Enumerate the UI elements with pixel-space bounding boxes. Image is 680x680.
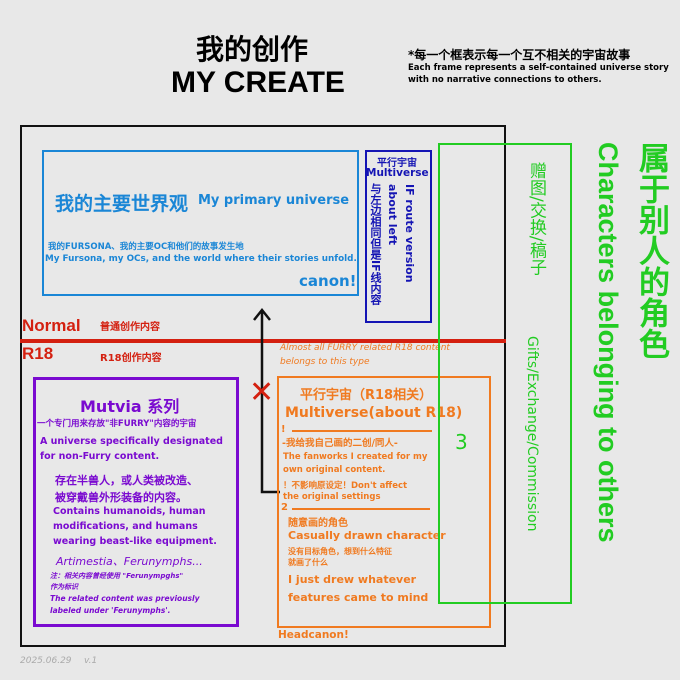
primary-universe-frame bbox=[42, 150, 359, 296]
note-en-2: with no narrative connections to others. bbox=[408, 75, 602, 85]
s1-en-2: own original content. bbox=[283, 465, 386, 475]
section-1-rule bbox=[292, 430, 432, 432]
if-title-en: Multiverse bbox=[366, 167, 429, 179]
if-desc-en-2: about left bbox=[386, 184, 399, 246]
primary-desc-en: My Fursona, my OCs, and the world where … bbox=[45, 254, 357, 264]
r18-title-cn: 平行宇宙（R18相关） bbox=[300, 388, 433, 403]
others-box-en: Gifts/Exchange/Commission bbox=[524, 336, 540, 532]
mutvia-note-en-1: The related content was previously bbox=[50, 594, 200, 603]
others-title-en: Characters belonging to others bbox=[593, 142, 623, 543]
mutvia-contains-en-3: wearing beast-like equipment. bbox=[53, 536, 217, 547]
mutvia-contains-cn-1: 存在半兽人，或人类被改造、 bbox=[55, 474, 198, 487]
if-route-frame bbox=[365, 150, 432, 323]
others-box-cn: 赠图/交换/稿子 bbox=[526, 162, 546, 276]
normal-label: Normal bbox=[22, 316, 81, 335]
mutvia-title: Mutvia 系列 bbox=[80, 397, 180, 416]
if-desc-cn: 与左边相同但是IF线内容 bbox=[369, 183, 382, 305]
mutvia-contains-en-2: modifications, and humans bbox=[53, 521, 198, 532]
s2-cn: 随意画的角色 bbox=[288, 518, 348, 529]
mutvia-sub-en-2: for non-Furry content. bbox=[40, 451, 160, 462]
section-1-mark: ! bbox=[281, 424, 286, 435]
if-title-cn: 平行宇宙 bbox=[377, 158, 417, 169]
primary-tag: canon! bbox=[299, 272, 357, 290]
mutvia-names: Artimestia、Ferunymphs... bbox=[56, 555, 203, 568]
s2-cn2-2: 就画了什么 bbox=[288, 558, 328, 567]
r18-note-2: belongs to this type bbox=[280, 357, 370, 367]
cross-mark-icon: ✕ bbox=[249, 375, 275, 410]
footer-version: v.1 bbox=[84, 656, 98, 666]
mutvia-note-cn-1: 注：相关内容曾经使用 "Ferunympghs" bbox=[50, 572, 184, 580]
s1-warn-2: the original settings bbox=[283, 492, 381, 502]
mutvia-contains-en-1: Contains humanoids, human bbox=[53, 506, 206, 517]
s1-cn: -我给我自己画的二创/同人- bbox=[282, 438, 398, 449]
primary-title-cn: 我的主要世界观 bbox=[55, 193, 189, 215]
s2-en: Casually drawn character bbox=[288, 529, 446, 542]
headcanon-tag: Headcanon! bbox=[278, 629, 349, 641]
section-2-mark: 2 bbox=[281, 502, 288, 513]
note-en-1: Each frame represents a self-contained u… bbox=[408, 63, 669, 73]
mutvia-sub-cn: 一个专门用来存放"非FURRY"内容的宇宙 bbox=[37, 419, 197, 429]
mutvia-contains-cn-2: 被穿戴兽外形装备的内容。 bbox=[55, 491, 187, 504]
r18-note-1: Almost all FURRY related R18 content bbox=[280, 343, 450, 353]
mutvia-sub-en-1: A universe specifically designated bbox=[40, 436, 223, 447]
normal-label-cn: 普通创作内容 bbox=[100, 322, 160, 333]
r18-title-en: Multiverse(about R18) bbox=[285, 405, 463, 421]
mutvia-note-en-2: labeled under 'Ferunymphs'. bbox=[50, 606, 171, 615]
s1-en-1: The fanworks I created for my bbox=[283, 452, 428, 462]
note-cn: *每一个框表示每一个互不相关的宇宙故事 bbox=[408, 48, 631, 62]
s2-en2-2: features came to mind bbox=[288, 591, 429, 604]
mutvia-note-cn-2: 作为标识 bbox=[50, 583, 78, 591]
mutvia-frame bbox=[33, 377, 239, 627]
r18-multiverse-frame bbox=[277, 376, 491, 628]
s1-warn-1: ！不影响原设定！Don't affect bbox=[283, 481, 408, 491]
footer-date: 2025.06.29 bbox=[20, 656, 72, 666]
primary-desc-cn: 我的FURSONA、我的主要OC和他们的故事发生地 bbox=[48, 242, 244, 252]
main-frame bbox=[20, 125, 506, 647]
s2-en2-1: I just drew whatever bbox=[288, 573, 417, 586]
if-desc-en-1: IF route version bbox=[403, 184, 416, 283]
section-2-rule bbox=[292, 508, 430, 510]
others-frame bbox=[438, 143, 572, 604]
title-cn: 我的创作 bbox=[196, 33, 309, 66]
section-3-mark: 3 bbox=[455, 430, 468, 454]
r18-label-cn: R18创作内容 bbox=[100, 353, 162, 364]
title-en: MY CREATE bbox=[171, 66, 345, 99]
others-title-cn: 属于别人的角色 bbox=[633, 142, 669, 359]
r18-label: R18 bbox=[22, 344, 54, 363]
s2-cn2-1: 没有目标角色，想到什么特征 bbox=[288, 547, 392, 556]
primary-title-en: My primary universe bbox=[198, 193, 350, 208]
arrow-icon bbox=[253, 307, 280, 494]
